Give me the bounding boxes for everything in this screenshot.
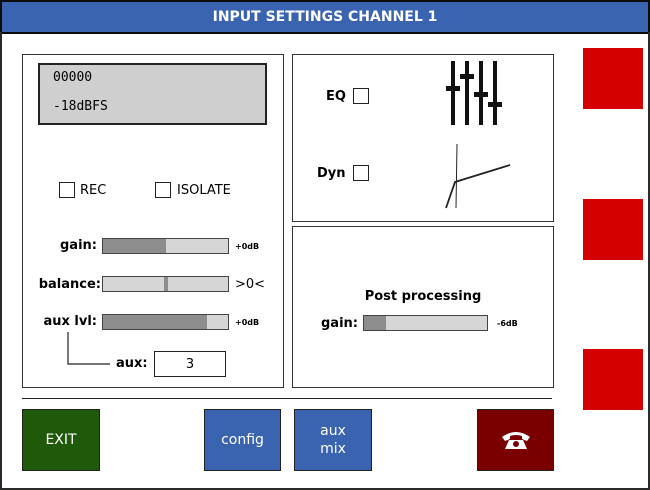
side-tab-2[interactable] bbox=[583, 199, 643, 260]
aux-level-slider-fill bbox=[103, 315, 207, 329]
rec-checkbox[interactable] bbox=[59, 182, 75, 198]
side-tab-1[interactable] bbox=[583, 48, 643, 109]
aux-mix-line1: aux bbox=[320, 423, 346, 439]
title-bar bbox=[0, 0, 650, 34]
gain-value: +0dB bbox=[235, 242, 260, 251]
eq-checkbox[interactable] bbox=[353, 88, 369, 104]
balance-label: balance: bbox=[38, 277, 101, 292]
aux-label: aux: bbox=[116, 356, 148, 371]
isolate-checkbox[interactable] bbox=[155, 182, 171, 198]
aux-mix-line2: mix bbox=[320, 441, 346, 457]
aux-level-label: aux lvl: bbox=[43, 314, 97, 329]
post-gain-label: gain: bbox=[321, 316, 358, 331]
side-tab-3[interactable] bbox=[583, 349, 643, 410]
eq-faders-icon[interactable] bbox=[445, 60, 511, 128]
window-title: INPUT SETTINGS CHANNEL 1 bbox=[212, 9, 438, 25]
aux-input[interactable]: 3 bbox=[154, 351, 226, 377]
balance-slider-marker bbox=[163, 277, 168, 291]
gain-label: gain: bbox=[60, 238, 97, 253]
isolate-label: ISOLATE bbox=[177, 183, 231, 198]
processing-panel bbox=[292, 54, 554, 222]
aux-level-value: +0dB bbox=[235, 318, 260, 327]
gain-slider-fill bbox=[103, 239, 166, 253]
dynamics-curve-icon[interactable] bbox=[440, 142, 515, 212]
dyn-checkbox[interactable] bbox=[353, 165, 369, 181]
display-counter: 00000 bbox=[53, 70, 93, 85]
post-gain-slider-fill bbox=[364, 316, 387, 330]
balance-value: >0< bbox=[235, 277, 266, 292]
dyn-label: Dyn bbox=[317, 166, 346, 181]
post-processing-panel bbox=[292, 226, 554, 388]
post-processing-title: Post processing bbox=[364, 289, 482, 304]
eq-label: EQ bbox=[326, 89, 346, 104]
telephone-icon bbox=[501, 432, 530, 449]
config-button[interactable]: config bbox=[204, 409, 281, 471]
rec-label: REC bbox=[80, 183, 107, 198]
phone-button[interactable] bbox=[477, 409, 554, 471]
level-display: 00000 -18dBFS bbox=[38, 63, 267, 125]
aux-mix-button[interactable]: aux mix bbox=[294, 409, 372, 471]
exit-button[interactable]: EXIT bbox=[22, 409, 100, 471]
window-frame bbox=[0, 32, 650, 490]
post-gain-value: -6dB bbox=[497, 319, 518, 328]
display-level: -18dBFS bbox=[53, 99, 108, 114]
aux-connector-line bbox=[67, 332, 110, 365]
aux-level-slider[interactable] bbox=[102, 314, 229, 330]
divider bbox=[22, 398, 552, 399]
post-gain-slider[interactable] bbox=[363, 315, 488, 331]
gain-slider[interactable] bbox=[102, 238, 229, 254]
balance-slider[interactable] bbox=[102, 276, 229, 292]
